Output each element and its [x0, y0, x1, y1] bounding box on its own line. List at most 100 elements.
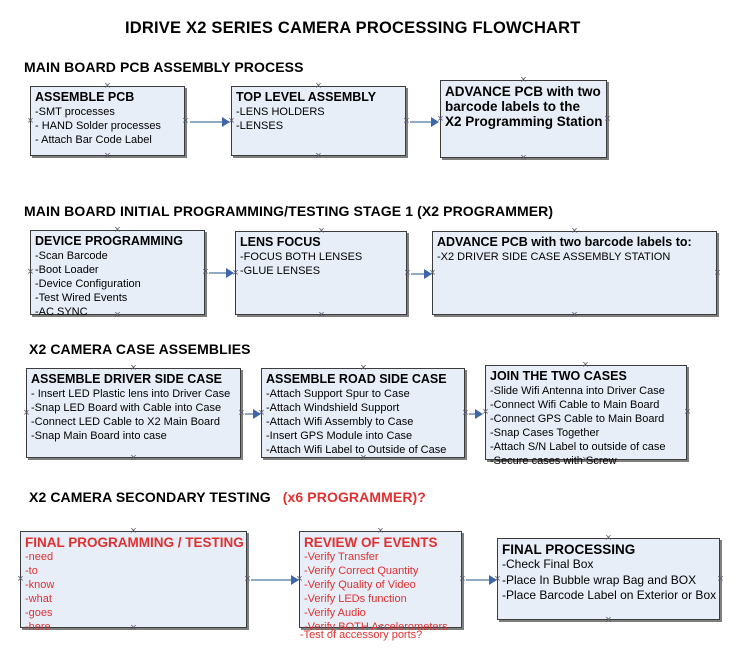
connection-handle-left[interactable]	[257, 409, 266, 418]
connector-arrowhead	[475, 409, 483, 419]
section-heading-red-note: (x6 PROGRAMMER)?	[282, 489, 426, 505]
connection-handle-bottom[interactable]	[113, 311, 122, 320]
connection-handle-bottom[interactable]	[359, 454, 368, 463]
connection-handle-top[interactable]	[129, 364, 138, 373]
box-item: -FOCUS BOTH LENSES	[240, 251, 363, 263]
box-header: REVIEW OF EVENTS	[304, 535, 438, 550]
box-item: -need	[25, 551, 54, 563]
connection-handle-left[interactable]	[436, 115, 445, 124]
box-item: -LENS HOLDERS	[236, 106, 325, 118]
connector-line	[190, 121, 224, 123]
box-header: ASSEMBLE DRIVER SIDE CASE	[31, 372, 223, 386]
section-heading-main-board-initial-programming: MAIN BOARD INITIAL PROGRAMMING/TESTING S…	[24, 203, 554, 219]
box-item: -Scan Barcode	[35, 250, 108, 262]
box-item: -Test Wired Events	[35, 292, 128, 304]
connection-handle-bottom[interactable]	[129, 624, 138, 633]
box-top-level-assembly[interactable]: TOP LEVEL ASSEMBLY -LENS HOLDERS -LENSES	[231, 86, 406, 156]
connection-handle-top[interactable]	[359, 364, 368, 373]
box-header: DEVICE PROGRAMMING	[35, 234, 183, 248]
box-item: -Attach Windshield Support	[266, 402, 400, 414]
connection-handle-bottom[interactable]	[376, 624, 385, 633]
connection-handle-right[interactable]	[683, 408, 692, 417]
box-item: -Slide Wifi Antenna into Driver Case	[490, 385, 665, 397]
box-item: -Place In Bubble wrap Bag and BOX	[502, 572, 697, 587]
connection-handle-bottom[interactable]	[570, 311, 579, 320]
connection-handle-top[interactable]	[314, 82, 323, 91]
box-item: -Boot Loader	[35, 264, 99, 276]
box-item: -Place Barcode Label on Exterior or Box	[502, 588, 717, 602]
connector-arrowhead	[431, 117, 439, 127]
box-item: - HAND Solder processes	[35, 120, 161, 132]
connector-line	[251, 579, 295, 581]
connection-handle-left[interactable]	[295, 575, 304, 584]
box-item: - Attach Bar Code Label	[35, 134, 152, 146]
box-advance-pcb-programming-station[interactable]: ADVANCE PCB with two barcode labels to t…	[440, 80, 607, 158]
connection-handle-top[interactable]	[376, 527, 385, 536]
connection-handle-bottom[interactable]	[604, 616, 613, 625]
connection-handle-left[interactable]	[493, 575, 502, 584]
box-item: -AC SYNC	[35, 306, 88, 318]
box-final-processing[interactable]: FINAL PROCESSING -Check Final Box -Place…	[497, 538, 720, 620]
box-item: -Check Final Box	[502, 557, 594, 571]
box-item: -Attach Support Spur to Case	[266, 388, 410, 400]
connection-handle-left[interactable]	[227, 117, 236, 126]
connection-handle-left[interactable]	[22, 409, 31, 418]
connection-handle-top[interactable]	[317, 227, 326, 236]
connection-handle-right[interactable]	[603, 115, 612, 124]
connection-handle-right[interactable]	[181, 117, 190, 126]
box-item: X2 Programming Station	[445, 114, 603, 129]
section-heading-x2-camera-case-assemblies: X2 CAMERA CASE ASSEMBLIES	[29, 341, 251, 357]
box-item: -Verify Transfer	[304, 551, 379, 563]
connection-handle-right[interactable]	[713, 269, 722, 278]
connector-arrowhead	[222, 117, 230, 127]
box-header: LENS FOCUS	[240, 235, 321, 249]
connection-handle-bottom[interactable]	[129, 454, 138, 463]
box-advance-pcb-driver-side-case[interactable]: ADVANCE PCB with two barcode labels to: …	[432, 231, 717, 315]
section-heading-text: X2 CAMERA SECONDARY TESTING	[29, 489, 271, 505]
connection-handle-bottom[interactable]	[581, 456, 590, 465]
connector-arrowhead	[226, 268, 234, 278]
box-device-programming[interactable]: DEVICE PROGRAMMING -Scan Barcode -Boot L…	[30, 230, 205, 318]
connector-line	[245, 413, 257, 415]
box-final-programming-testing[interactable]: FINAL PROGRAMMING / TESTING -need -to -k…	[20, 531, 247, 633]
connection-handle-bottom[interactable]	[103, 152, 112, 161]
box-header: ASSEMBLE ROAD SIDE CASE	[266, 372, 447, 386]
connector-line	[209, 272, 229, 274]
box-item: -SMT processes	[35, 106, 115, 118]
box-assemble-driver-side-case[interactable]: ASSEMBLE DRIVER SIDE CASE - Insert LED P…	[26, 368, 241, 458]
connection-handle-top[interactable]	[604, 534, 613, 543]
connection-handle-bottom[interactable]	[317, 311, 326, 320]
connection-handle-top[interactable]	[519, 76, 528, 85]
connector-line	[411, 273, 428, 275]
connection-handle-left[interactable]	[26, 268, 35, 277]
connection-handle-right[interactable]	[716, 575, 725, 584]
connection-handle-bottom[interactable]	[519, 154, 528, 163]
box-assemble-road-side-case[interactable]: ASSEMBLE ROAD SIDE CASE -Attach Support …	[261, 368, 465, 458]
box-item: -Attach S/N Label to outside of case	[490, 441, 666, 453]
box-item: barcode labels to the	[445, 99, 581, 114]
section-heading-x2-camera-secondary-testing: X2 CAMERA SECONDARY TESTING (x6 PROGRAMM…	[29, 489, 426, 505]
box-join-the-two-cases[interactable]: JOIN THE TWO CASES -Slide Wifi Antenna i…	[485, 365, 687, 467]
box-item: -Snap Main Board into case	[31, 430, 167, 442]
box-assemble-pcb[interactable]: ASSEMBLE PCB -SMT processes - HAND Solde…	[30, 86, 185, 156]
connection-handle-top[interactable]	[129, 527, 138, 536]
connection-handle-bottom[interactable]	[314, 152, 323, 161]
box-item: -goes	[25, 607, 53, 619]
connection-handle-left[interactable]	[428, 269, 437, 278]
connection-handle-top[interactable]	[103, 82, 112, 91]
box-header: ASSEMBLE PCB	[35, 90, 135, 104]
connection-handle-left[interactable]	[231, 269, 240, 278]
box-header: JOIN THE TWO CASES	[490, 369, 627, 383]
box-review-of-events[interactable]: REVIEW OF EVENTS -Verify Transfer -Verif…	[299, 531, 462, 633]
box-item: -Snap Cases Together	[490, 427, 600, 439]
connection-handle-left[interactable]	[481, 408, 490, 417]
connection-handle-top[interactable]	[581, 361, 590, 370]
connection-handle-top[interactable]	[113, 226, 122, 235]
connection-handle-left[interactable]	[26, 117, 35, 126]
box-header: ADVANCE PCB with two	[445, 84, 601, 99]
connection-handle-left[interactable]	[16, 575, 25, 584]
connection-handle-top[interactable]	[570, 227, 579, 236]
box-item: -Verify Audio	[304, 607, 366, 619]
box-lens-focus[interactable]: LENS FOCUS -FOCUS BOTH LENSES -GLUE LENS…	[235, 231, 407, 315]
